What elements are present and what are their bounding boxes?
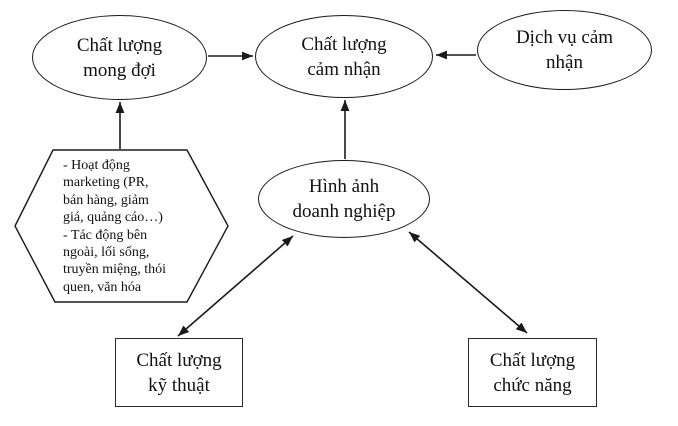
node-technical-quality: Chất lượng kỹ thuật bbox=[115, 338, 243, 407]
node-expected-quality: Chất lượng mong đợi bbox=[32, 15, 207, 100]
node-perceived-quality-label: Chất lượng cảm nhận bbox=[301, 33, 387, 80]
node-expected-quality-label: Chất lượng mong đợi bbox=[76, 34, 163, 81]
node-perceived-service: Dịch vụ cảm nhận bbox=[477, 10, 652, 90]
node-marketing-factors-label: - Hoạt động marketing (PR, bán hàng, giả… bbox=[63, 158, 167, 295]
node-corporate-image: Hình ảnh doanh nghiệp bbox=[258, 160, 430, 238]
node-corporate-image-label: Hình ảnh doanh nghiệp bbox=[292, 176, 396, 222]
arrow-functional-image-two-way bbox=[408, 231, 528, 334]
node-perceived-service-label: Dịch vụ cảm nhận bbox=[515, 27, 614, 73]
node-functional-quality-label: Chất lượng chức năng bbox=[489, 349, 576, 396]
node-technical-quality-label: Chất lượng kỹ thuật bbox=[136, 349, 222, 396]
node-functional-quality: Chất lượng chức năng bbox=[468, 338, 597, 407]
arrow-technical-image-two-way bbox=[177, 235, 294, 337]
node-perceived-quality: Chất lượng cảm nhận bbox=[255, 15, 433, 98]
